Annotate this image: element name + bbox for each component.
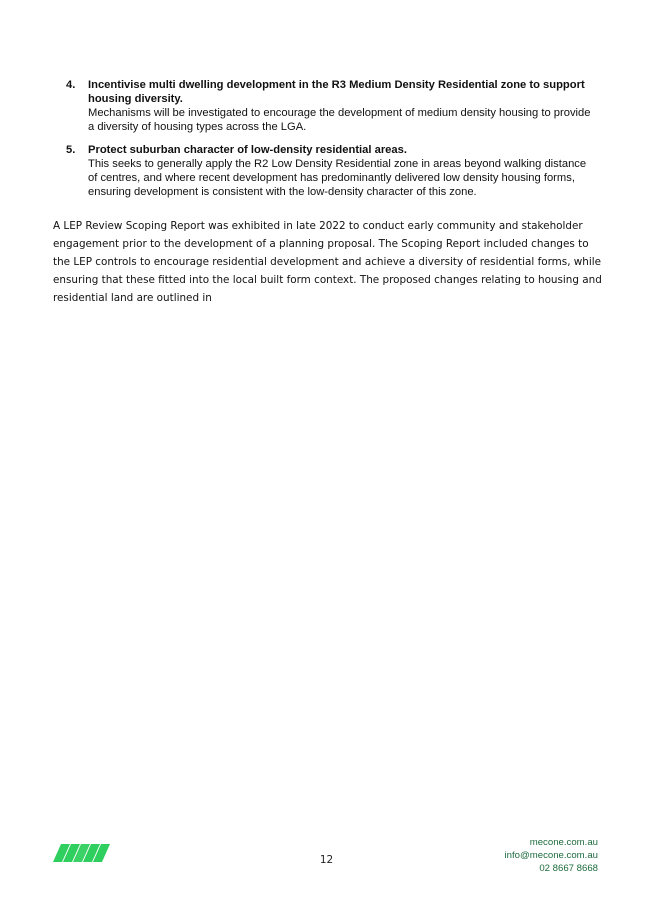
- page-number: 12: [319, 854, 334, 866]
- mecone-logo-icon: [53, 844, 110, 862]
- numbered-list: 4. Incentivise multi dwelling developmen…: [66, 78, 596, 208]
- list-item: 4. Incentivise multi dwelling developmen…: [66, 78, 596, 134]
- list-item-number: 5.: [66, 144, 76, 156]
- website-link[interactable]: mecone.com.au: [529, 837, 598, 848]
- list-item-body: Incentivise multi dwelling development i…: [88, 78, 596, 134]
- email-link[interactable]: info@mecone.com.au: [504, 850, 598, 861]
- contact-block: mecone.com.au info@mecone.com.au 02 8667…: [505, 836, 598, 875]
- list-item-number: 4.: [66, 79, 76, 91]
- list-item-text: Mechanisms will be investigated to encou…: [88, 107, 591, 133]
- list-item-title: Incentivise multi dwelling development i…: [88, 79, 585, 105]
- body-paragraph: A LEP Review Scoping Report was exhibite…: [53, 220, 602, 305]
- phone-number: 02 8667 8668: [539, 863, 598, 874]
- list-item-text: This seeks to generally apply the R2 Low…: [88, 158, 587, 198]
- list-item: 5. Protect suburban character of low-den…: [66, 143, 596, 199]
- list-item-body: Protect suburban character of low-densit…: [88, 143, 596, 199]
- list-item-title: Protect suburban character of low-densit…: [88, 144, 407, 156]
